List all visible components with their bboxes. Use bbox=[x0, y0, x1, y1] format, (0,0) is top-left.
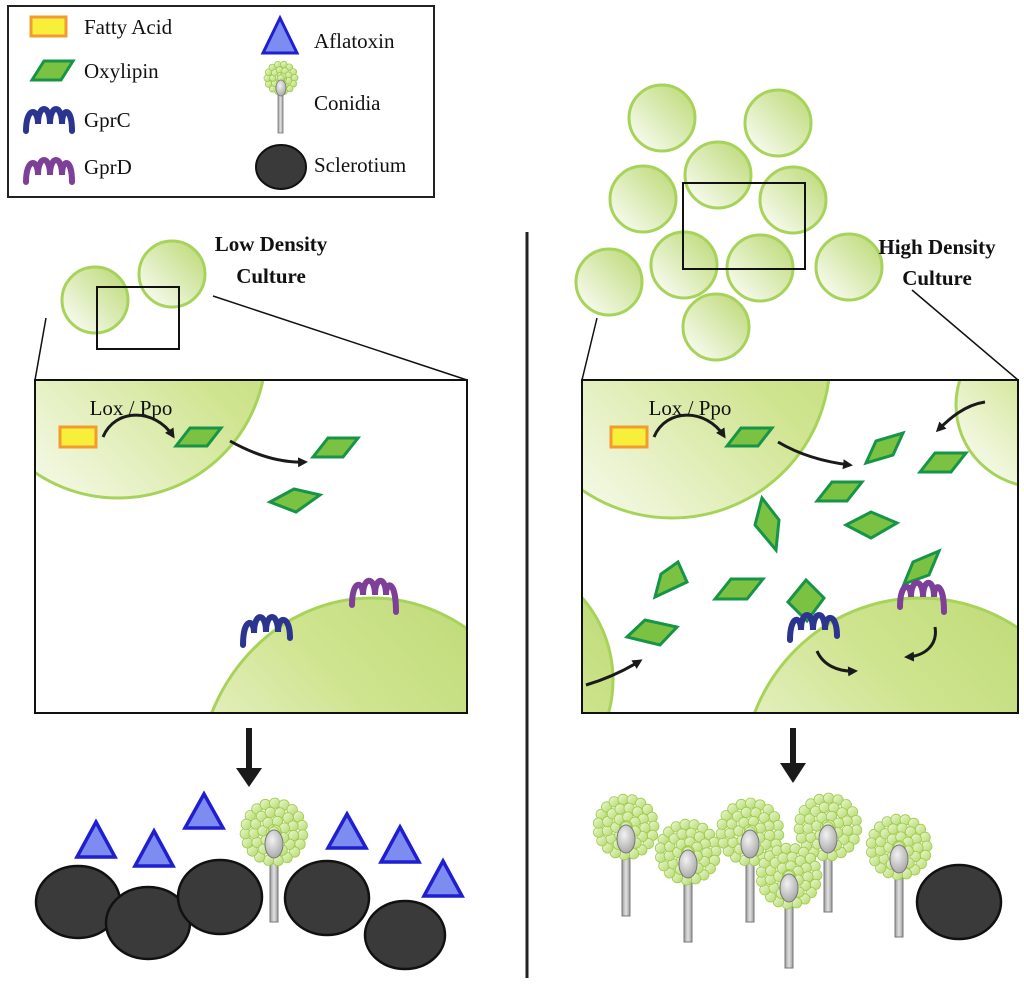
high-oxylipin bbox=[842, 510, 901, 540]
legend-label-conidia: Conidia bbox=[314, 91, 381, 115]
high-conversion-arrow bbox=[652, 413, 726, 439]
low-zoom-box bbox=[96, 286, 180, 350]
high-zoom-line-left bbox=[581, 317, 598, 381]
low-outcome-arrowhead bbox=[236, 768, 262, 787]
low-aflatoxin-3 bbox=[182, 790, 226, 830]
high-oxylipin bbox=[813, 480, 866, 503]
high-oxylipin-source bbox=[723, 426, 776, 448]
high-gprc bbox=[787, 612, 840, 643]
low-title-line1: Low Density bbox=[215, 232, 328, 256]
high-oxylipin bbox=[863, 430, 906, 466]
low-cell-2 bbox=[137, 239, 207, 309]
conidiophore bbox=[239, 797, 309, 923]
low-aflatoxin-1 bbox=[74, 818, 118, 859]
conidiophore bbox=[592, 793, 660, 917]
legend-frame bbox=[7, 5, 435, 198]
low-cell-bottom bbox=[210, 596, 467, 713]
legend-label-sclerotium: Sclerotium bbox=[314, 153, 406, 177]
high-cell bbox=[608, 164, 678, 234]
low-fatty-acid bbox=[58, 425, 98, 449]
high-zoom-panel bbox=[581, 379, 1019, 714]
high-conidia-group bbox=[592, 792, 933, 969]
high-outcome-arrowhead bbox=[780, 763, 806, 783]
gprd-icon bbox=[23, 157, 75, 185]
sclerotium-icon bbox=[255, 144, 307, 190]
high-incoming-arrow-top bbox=[935, 400, 986, 433]
low-oxylipin-source bbox=[172, 426, 225, 448]
fatty-acid-icon bbox=[29, 15, 68, 38]
low-zoom-line-right bbox=[212, 295, 468, 381]
legend-label-gprc: GprC bbox=[84, 108, 131, 132]
high-gprd bbox=[897, 579, 947, 615]
high-oxylipin bbox=[711, 577, 767, 601]
low-cell-1 bbox=[60, 265, 130, 335]
low-cell-top bbox=[35, 380, 265, 500]
legend-label-gprd: GprD bbox=[84, 155, 132, 179]
gprc-icon bbox=[23, 106, 75, 134]
high-title-line2: Culture bbox=[902, 266, 972, 290]
high-sclerotium bbox=[915, 863, 1003, 941]
low-oxylipin-1 bbox=[309, 436, 362, 459]
legend: Fatty Acid Oxylipin GprC GprD Aflatoxin … bbox=[7, 5, 435, 198]
oxylipin-icon bbox=[29, 59, 76, 82]
high-cell bbox=[743, 88, 813, 158]
high-oxylipin bbox=[623, 618, 680, 647]
low-sclerotium-4 bbox=[283, 859, 371, 937]
low-oxylipin-2 bbox=[266, 487, 324, 514]
high-incoming-arrow-left bbox=[585, 659, 643, 687]
low-conversion-arrow bbox=[101, 413, 175, 439]
low-sclerotium-3 bbox=[176, 858, 264, 936]
high-cell bbox=[758, 165, 828, 235]
legend-label-fatty-acid: Fatty Acid bbox=[84, 15, 173, 39]
high-oxylipin bbox=[652, 559, 689, 600]
high-oxylipin bbox=[753, 494, 781, 554]
high-zoom-line-right bbox=[911, 289, 1019, 381]
low-zoom-panel bbox=[34, 379, 468, 714]
low-gprd bbox=[349, 577, 399, 615]
high-cell-bottom bbox=[752, 596, 1018, 713]
legend-label-oxylipin: Oxylipin bbox=[84, 59, 159, 83]
conidiophore bbox=[755, 842, 823, 969]
low-aflatoxin-6 bbox=[421, 857, 465, 898]
high-cell bbox=[627, 83, 697, 153]
high-cell bbox=[574, 247, 644, 317]
low-aflatoxin-4 bbox=[325, 810, 369, 850]
conidia-icon bbox=[263, 60, 299, 134]
low-secretion-arrow bbox=[229, 439, 308, 468]
high-oxylipin-bound bbox=[785, 577, 826, 624]
high-title-line1: High Density bbox=[878, 235, 996, 259]
high-secretion-arrow bbox=[777, 440, 853, 470]
low-aflatoxin-5 bbox=[378, 823, 422, 864]
high-cell-top-left bbox=[582, 380, 831, 520]
conidiophore bbox=[793, 792, 863, 913]
low-gprc bbox=[240, 614, 293, 648]
high-density-panel: High Density Culture Lox / Ppo bbox=[574, 83, 1019, 969]
low-zoom-line-left bbox=[34, 317, 47, 381]
high-gprd-signal-arrow bbox=[904, 626, 937, 662]
conidiophore bbox=[654, 818, 722, 943]
high-cell bbox=[814, 232, 884, 302]
aflatoxin-icon bbox=[260, 14, 300, 55]
high-fatty-acid bbox=[609, 425, 649, 449]
high-cell bbox=[683, 140, 753, 210]
high-zoom-box bbox=[682, 182, 806, 270]
high-oxylipin bbox=[916, 451, 970, 474]
conidiophore bbox=[715, 797, 785, 923]
conidiophore bbox=[865, 813, 933, 938]
high-cell bbox=[681, 292, 751, 362]
low-sclerotium-5 bbox=[363, 899, 447, 971]
low-title-line2: Culture bbox=[236, 264, 306, 288]
legend-label-aflatoxin: Aflatoxin bbox=[314, 29, 395, 53]
high-oxylipin-bound bbox=[901, 548, 942, 587]
low-density-panel: Low Density Culture Lox / Ppo bbox=[34, 232, 468, 971]
low-aflatoxin-2 bbox=[132, 827, 176, 868]
low-conidiophore bbox=[239, 797, 309, 923]
high-gprc-signal-arrow bbox=[815, 650, 858, 677]
